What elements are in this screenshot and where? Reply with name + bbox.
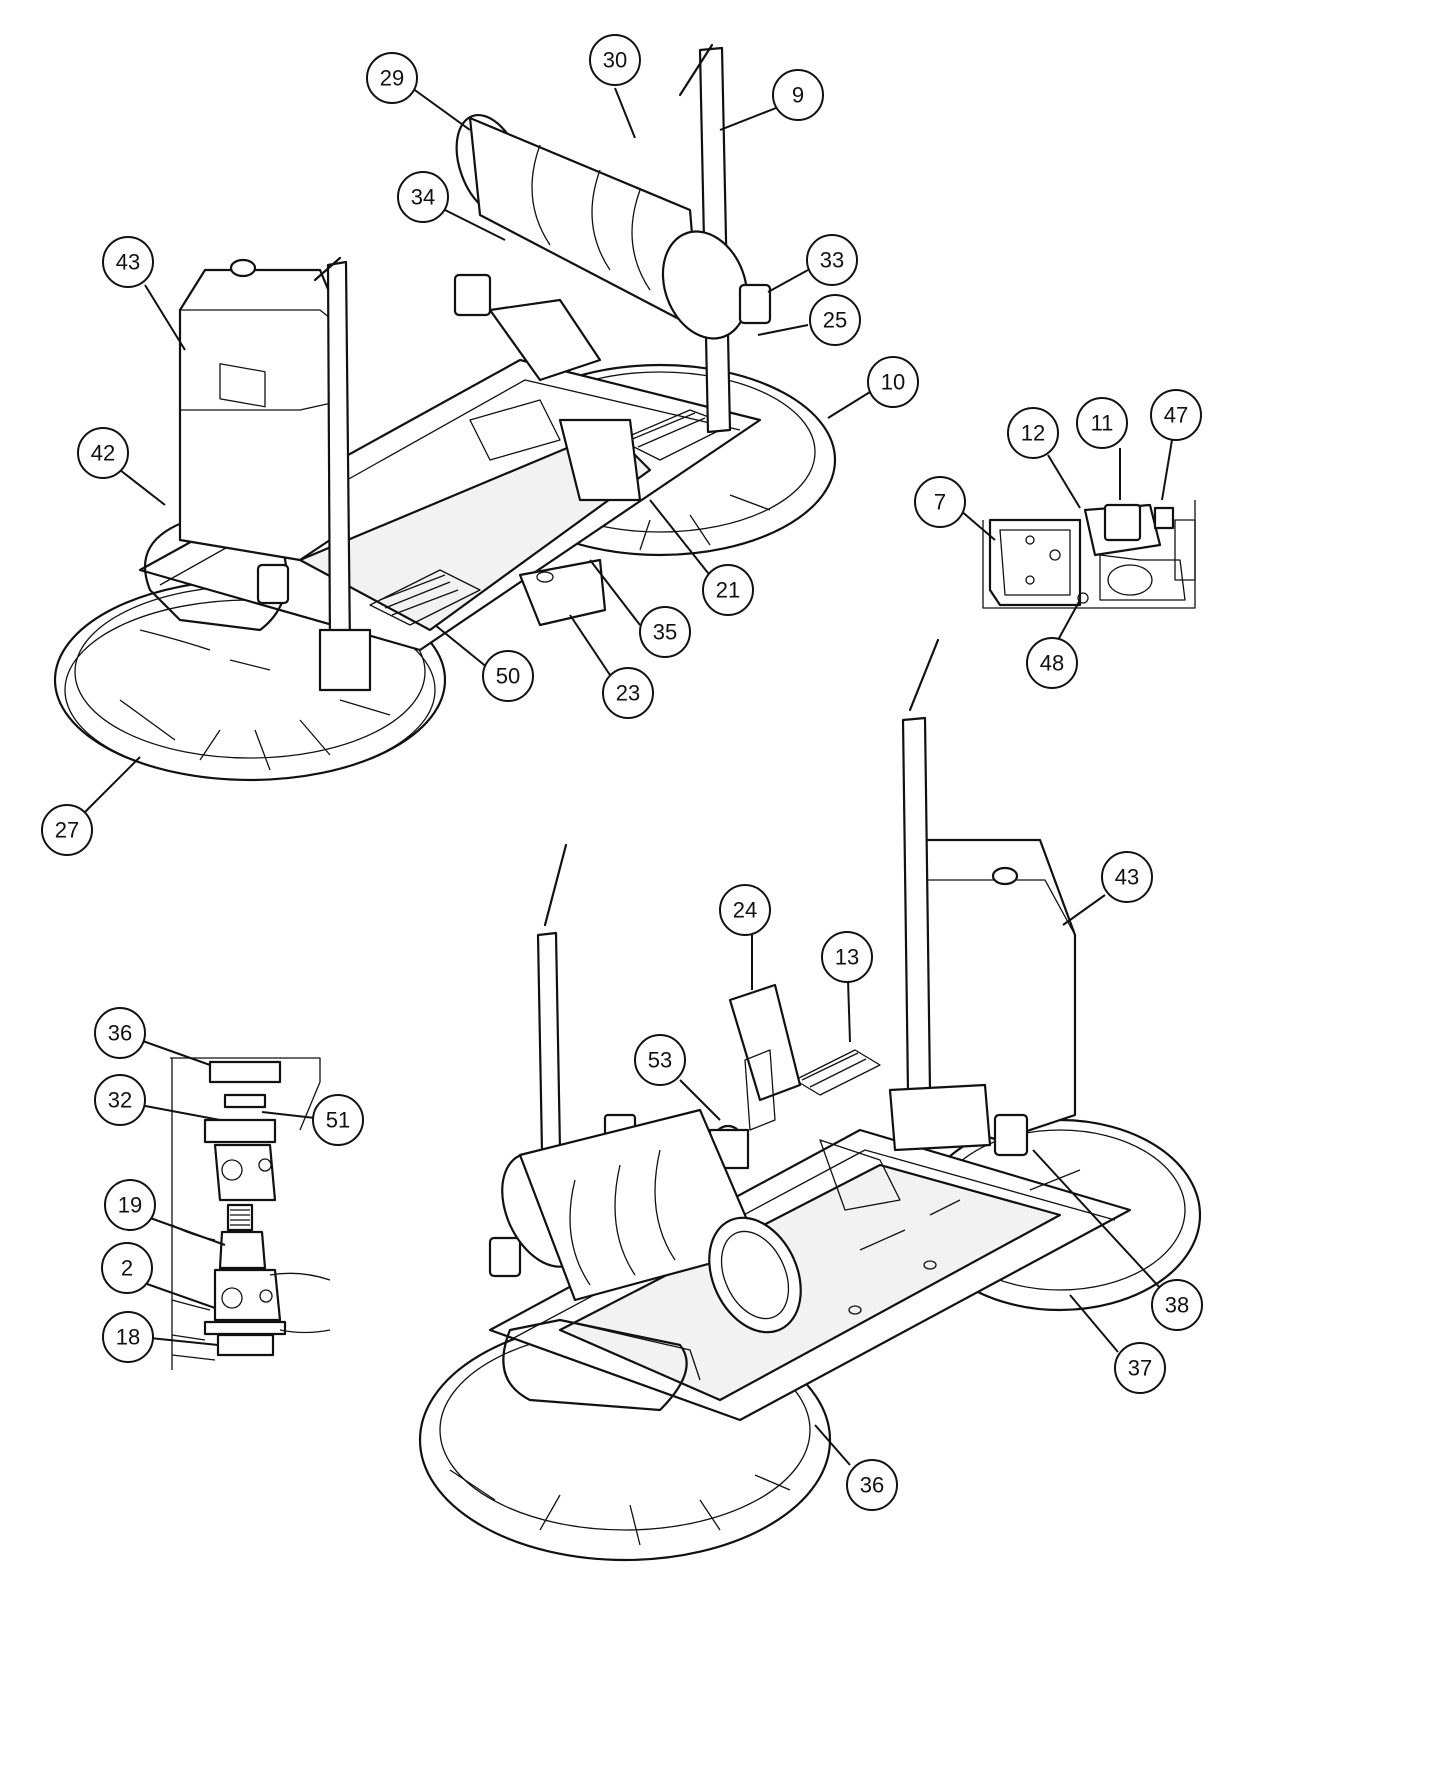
callout-27: 27 <box>41 804 93 856</box>
callout-label: 23 <box>616 681 640 706</box>
callout-label: 18 <box>116 1325 140 1350</box>
callout-2: 2 <box>101 1242 153 1294</box>
callout-label: 36 <box>860 1473 884 1498</box>
callout-36-inset: 36 <box>94 1007 146 1059</box>
leader-lines <box>81 87 1173 1466</box>
callout-label: 2 <box>121 1256 133 1281</box>
callout-label: 35 <box>653 620 677 645</box>
callout-24: 24 <box>719 884 771 936</box>
callout-label: 34 <box>411 185 435 210</box>
callout-43-top: 43 <box>102 236 154 288</box>
callout-label: 30 <box>603 48 627 73</box>
callout-51: 51 <box>312 1094 364 1146</box>
callout-label: 38 <box>1165 1293 1189 1318</box>
callout-37: 37 <box>1114 1342 1166 1394</box>
callout-label: 36 <box>108 1021 132 1046</box>
machine-view-top <box>53 43 837 782</box>
callout-10: 10 <box>867 356 919 408</box>
callout-29: 29 <box>366 52 418 104</box>
callout-label: 11 <box>1091 411 1114 436</box>
detail-inset-valve <box>982 500 1196 609</box>
callout-label: 50 <box>496 664 520 689</box>
callout-label: 7 <box>934 490 946 515</box>
callout-19: 19 <box>104 1179 156 1231</box>
callout-label: 13 <box>835 945 859 970</box>
callout-35: 35 <box>639 606 691 658</box>
callout-7: 7 <box>914 476 966 528</box>
callout-label: 33 <box>820 248 844 273</box>
callout-42: 42 <box>77 427 129 479</box>
callout-label: 12 <box>1021 421 1045 446</box>
callout-9: 9 <box>772 69 824 121</box>
callout-47: 47 <box>1150 389 1202 441</box>
callout-38: 38 <box>1151 1279 1203 1331</box>
callout-label: 25 <box>823 308 847 333</box>
callout-34: 34 <box>397 171 449 223</box>
callout-32: 32 <box>94 1074 146 1126</box>
callout-23: 23 <box>602 667 654 719</box>
callout-label: 27 <box>55 818 79 843</box>
callout-label: 51 <box>326 1108 350 1133</box>
callout-33: 33 <box>806 234 858 286</box>
fuel-cap <box>229 258 257 278</box>
callout-label: 48 <box>1040 651 1064 676</box>
callout-label: 37 <box>1128 1356 1152 1381</box>
callout-label: 42 <box>91 441 115 466</box>
callout-21: 21 <box>702 564 754 616</box>
callout-label: 47 <box>1164 403 1188 428</box>
callout-label: 10 <box>881 370 905 395</box>
callout-50: 50 <box>482 650 534 702</box>
callout-label: 29 <box>380 66 404 91</box>
detail-inset-driveshaft <box>170 1057 331 1370</box>
parts-diagram: 29 30 9 34 43 33 25 10 42 21 35 50 23 27… <box>41 34 1203 1562</box>
air-cleaner <box>455 113 749 340</box>
callout-43-bottom: 43 <box>1101 851 1153 903</box>
callout-18: 18 <box>102 1311 154 1363</box>
callout-48: 48 <box>1026 637 1078 689</box>
callout-label: 21 <box>716 578 740 603</box>
callout-12: 12 <box>1007 407 1059 459</box>
callout-25: 25 <box>809 294 861 346</box>
callout-53: 53 <box>634 1034 686 1086</box>
callout-13: 13 <box>821 931 873 983</box>
air-cleaner-bottom <box>501 1108 802 1334</box>
callout-label: 19 <box>118 1193 142 1218</box>
callout-label: 9 <box>792 83 804 108</box>
callout-30: 30 <box>589 34 641 86</box>
callout-label: 43 <box>116 250 140 275</box>
callout-label: 43 <box>1115 865 1139 890</box>
callout-label: 53 <box>648 1048 672 1073</box>
callout-label: 32 <box>108 1088 132 1113</box>
machine-view-bottom <box>418 638 1202 1562</box>
fuel-tank <box>178 268 347 562</box>
callout-36-bottom: 36 <box>846 1459 898 1511</box>
callout-label: 24 <box>733 898 757 923</box>
callout-11: 11 <box>1076 397 1128 449</box>
